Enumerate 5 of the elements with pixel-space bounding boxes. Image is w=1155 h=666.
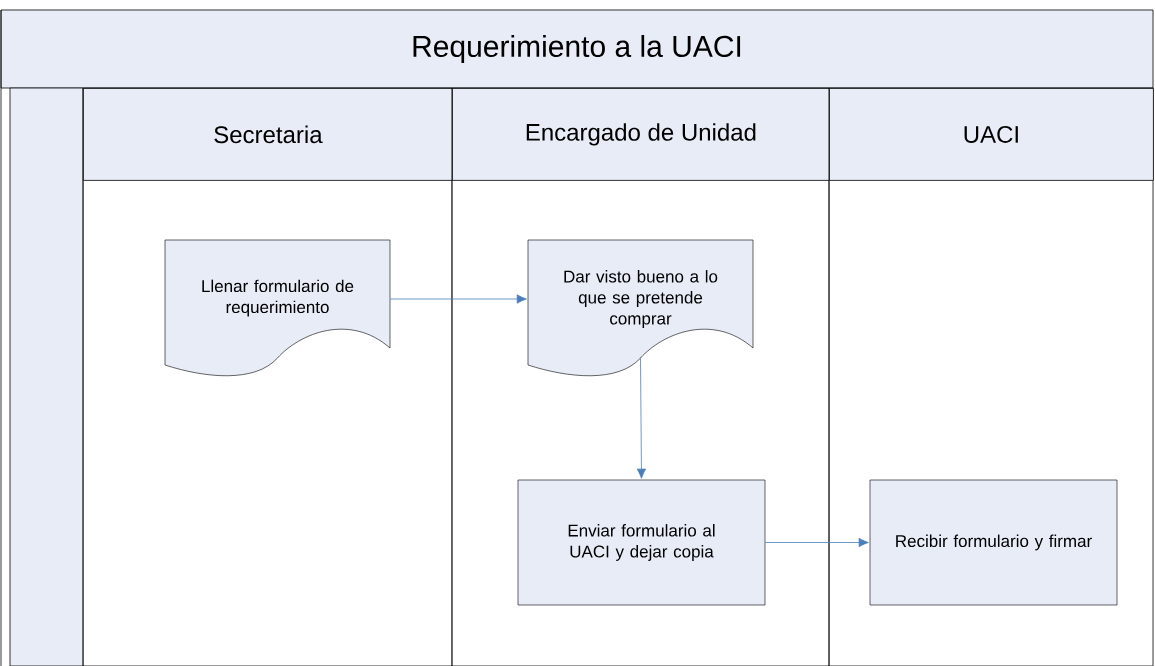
arrow xyxy=(636,357,647,479)
process-box: Enviar formulario al UACI y dejar copia xyxy=(517,479,766,606)
arrow xyxy=(764,537,869,548)
process-box: Recibir formulario y firmar xyxy=(869,479,1118,606)
arrow xyxy=(389,294,527,304)
